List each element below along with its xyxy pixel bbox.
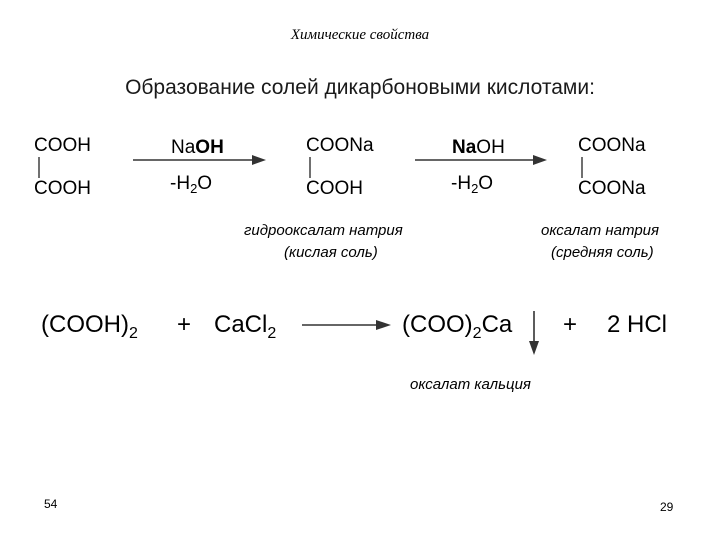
oxalic-acid-bottom: COOH (34, 178, 91, 199)
product-calcium-oxalate: (COO)2Ca (402, 311, 513, 342)
reactant-calcium-chloride: CaCl2 (214, 311, 277, 342)
oxalic-acid-top: COOH (34, 135, 91, 156)
product-hydrochloric-acid: 2 HCl (607, 311, 668, 338)
reaction1-arrow1-head (252, 155, 266, 165)
footer-left-number: 54 (44, 497, 58, 511)
precipitate-arrow-head (529, 341, 539, 355)
plus-sign-2: + (563, 311, 578, 338)
plus-sign-1: + (177, 311, 192, 338)
disodium-oxalate-bottom: COONa (578, 178, 646, 199)
arrow2-reagent: NaOH (452, 137, 505, 158)
end-label-line2: (средняя соль) (551, 244, 654, 261)
arrow2-below: -H2O (451, 173, 494, 196)
precipitate-label: оксалат кальция (410, 376, 531, 393)
footer-right-number: 29 (660, 500, 674, 514)
monosodium-oxalate-top: COONa (306, 135, 374, 156)
arrow1-below: -H2O (170, 173, 213, 196)
reaction2-arrow-head (376, 320, 391, 330)
mid-label-line1: гидрооксалат натрия (244, 222, 403, 239)
disodium-oxalate-top: COONa (578, 135, 646, 156)
slide-title: Образование солей дикарбоновыми кислотам… (125, 76, 595, 99)
slide-header: Химические свойства (290, 27, 430, 43)
monosodium-oxalate-bottom: COOH (306, 178, 363, 199)
reactant-oxalic-acid: (COOH)2 (41, 311, 138, 342)
mid-label-line2: (кислая соль) (284, 244, 378, 261)
end-label-line1: оксалат натрия (541, 222, 660, 239)
reaction1-arrow2-head (533, 155, 547, 165)
arrow1-reagent: NaOH (171, 137, 224, 158)
